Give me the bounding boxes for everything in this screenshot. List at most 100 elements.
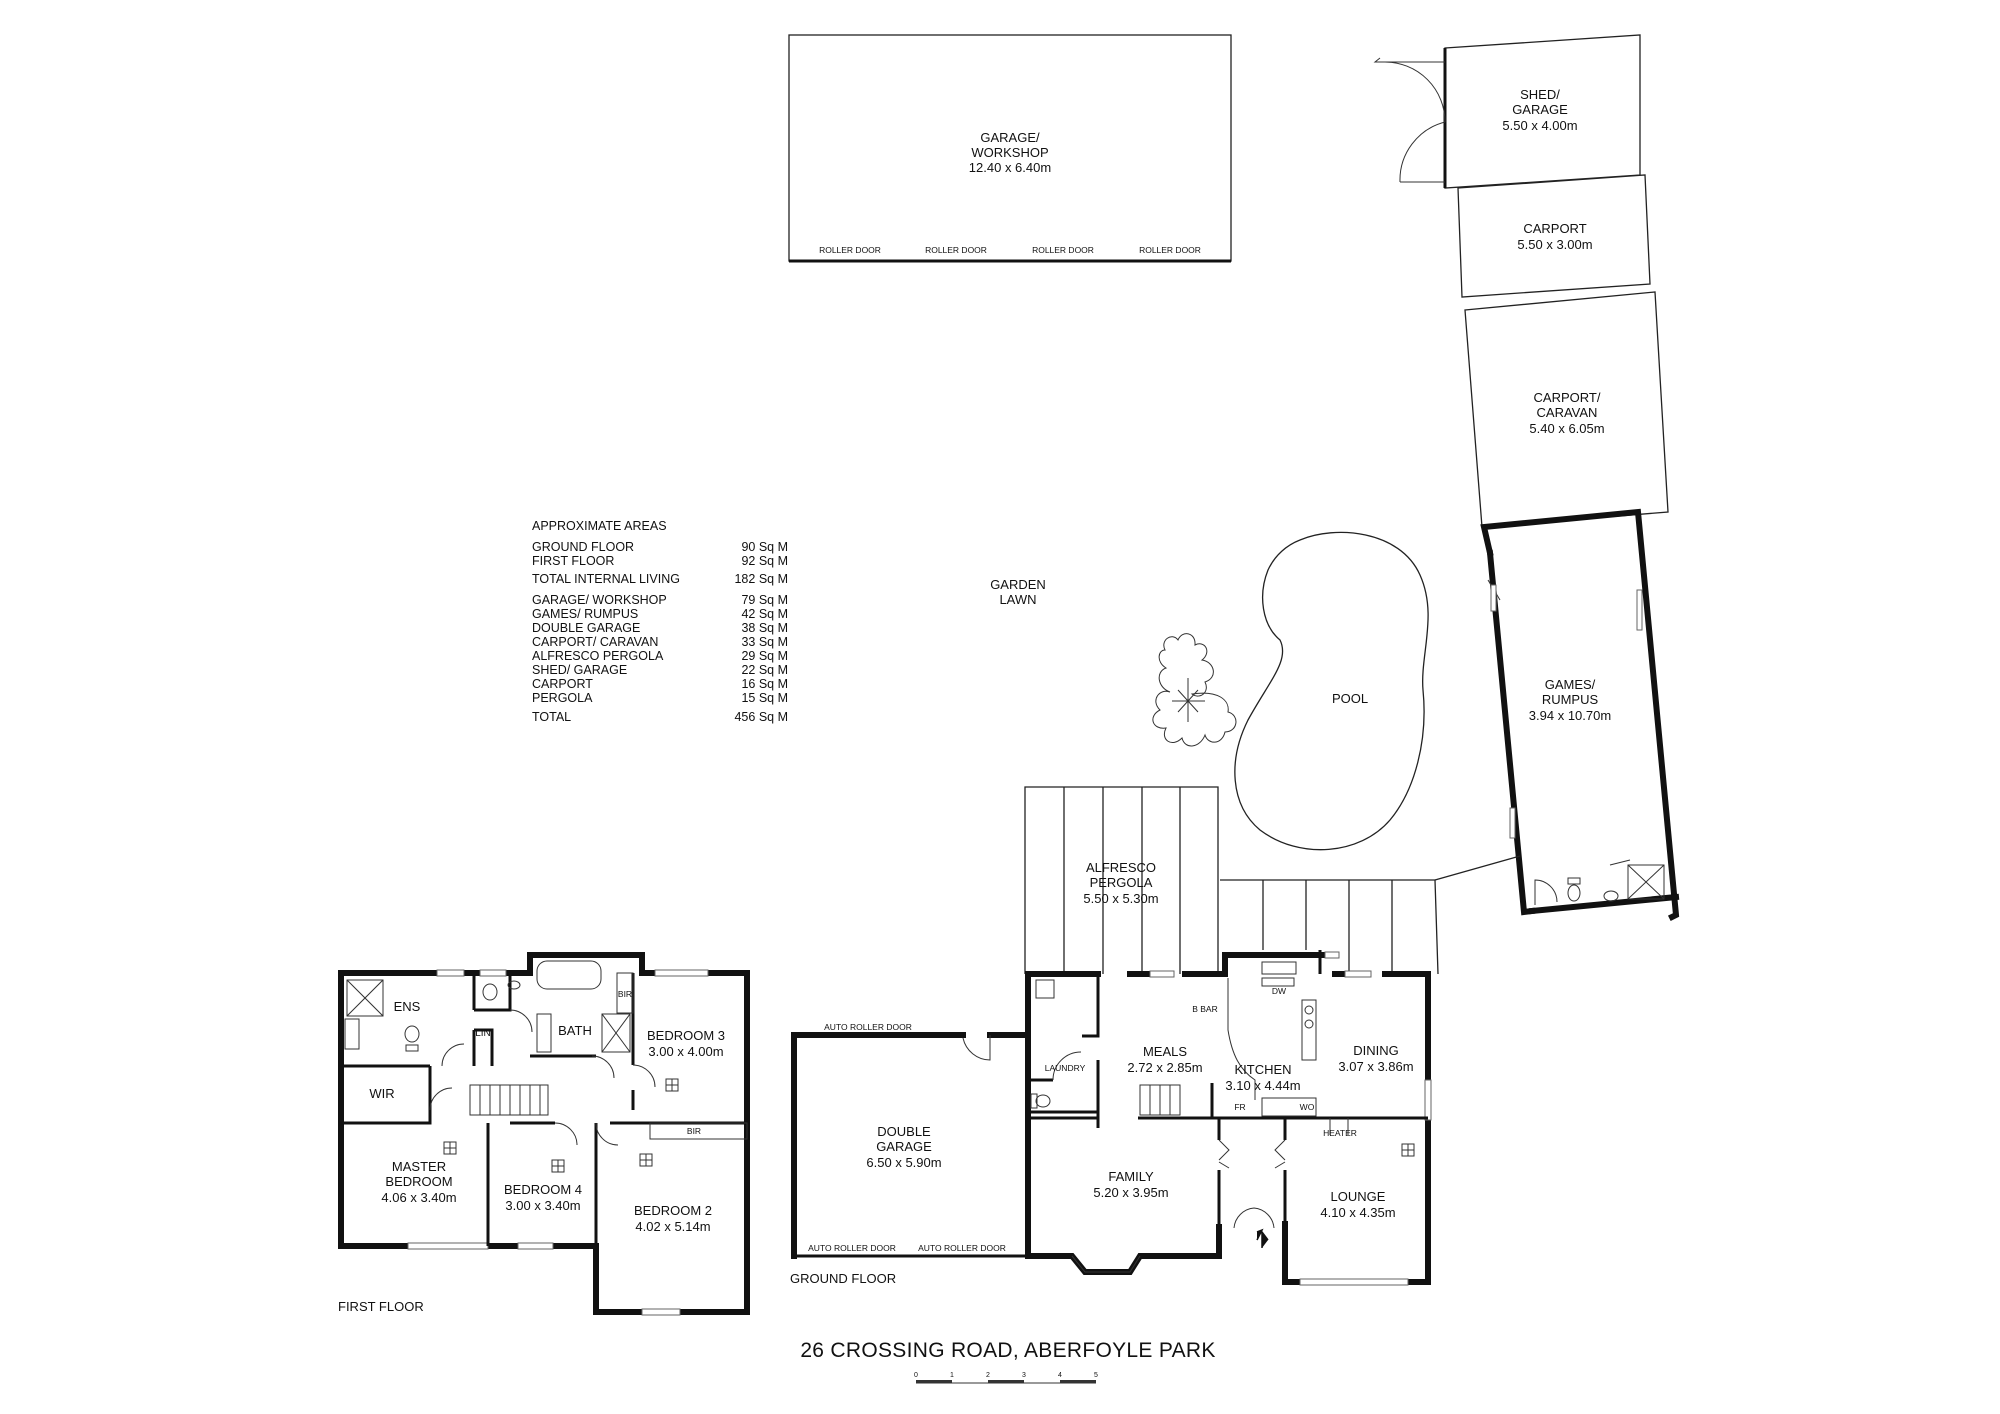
tree-icon	[1152, 633, 1237, 747]
first-floor: ENS WIR LIN BATH BIR BIR BEDROOM 3 3.00 …	[338, 952, 750, 1316]
ff-wall-south-east	[550, 1243, 645, 1315]
property-address-title: 26 CROSSING ROAD, ABERFOYLE PARK	[800, 1339, 1215, 1362]
meals-size: 2.72 x 2.85m	[1127, 1060, 1202, 1075]
bedroom3-size: 3.00 x 4.00m	[648, 1044, 723, 1059]
bedroom4-door-swing	[554, 1122, 578, 1146]
areas-row-name: GARAGE/ WORKSHOP	[532, 593, 667, 607]
areas-row-name: FIRST FLOOR	[532, 554, 614, 568]
bath-label: BATH	[558, 1023, 592, 1038]
master-name1: MASTER	[392, 1159, 446, 1174]
bath-vanity	[536, 1013, 552, 1053]
auto-roller-door-bottom-right: AUTO ROLLER DOOR	[918, 1243, 1006, 1253]
master-grid-icon	[443, 1141, 457, 1155]
double-garage-name1: DOUBLE	[877, 1124, 931, 1139]
pool: POOL	[1234, 531, 1429, 851]
lin-wall	[474, 1028, 494, 1066]
pergola-outline	[1220, 879, 1439, 975]
bathtub-icon	[536, 960, 602, 990]
toilet-cistern	[405, 1044, 419, 1052]
areas-row-name: ALFRESCO PERGOLA	[532, 649, 664, 663]
shed-garage-name1: SHED/	[1520, 87, 1560, 102]
scale-tick-label: 0	[914, 1372, 918, 1379]
shower-cross-2	[1627, 864, 1665, 900]
ff-wall-west	[338, 970, 440, 1249]
burner-icon	[1304, 1019, 1314, 1029]
garage-workshop-name1: GARAGE/	[980, 130, 1040, 145]
house-wall-west	[1025, 971, 1101, 1259]
bedroom3-door-swing	[632, 1064, 656, 1088]
heater-icon	[1329, 1118, 1349, 1135]
bedroom2-window	[641, 1308, 681, 1316]
areas-row-name: CARPORT/ CARAVAN	[532, 635, 658, 649]
shower-cross-2	[346, 979, 384, 1017]
hall-doors	[1218, 1139, 1286, 1169]
areas-row-value: 38 Sq M	[741, 621, 788, 635]
dining-side-window	[1424, 1079, 1432, 1121]
shed-garage-name2: GARAGE	[1512, 102, 1568, 117]
double-garage-size: 6.50 x 5.90m	[866, 1155, 941, 1170]
shower-icon	[346, 979, 384, 1017]
areas-row-value: 456 Sq M	[734, 710, 788, 724]
path-to-rumpus	[1434, 855, 1521, 881]
toilet-icon	[1567, 884, 1581, 902]
basin-icon	[507, 980, 521, 990]
lin-label: LIN	[475, 1028, 491, 1039]
bir-label-bedroom3: BIR	[618, 989, 632, 999]
toilet-icon	[404, 1025, 420, 1043]
sink-icon	[1261, 961, 1297, 975]
bedroom2-bir	[649, 1122, 748, 1140]
dishwasher	[1261, 977, 1295, 987]
house-wall-east	[1382, 971, 1431, 1285]
scale-bar: 0 1 2 3 4 5	[914, 1372, 1098, 1384]
toilet-icon	[482, 983, 498, 1001]
bedroom4-grid-icon	[551, 1159, 565, 1173]
basin-icon	[1603, 890, 1619, 902]
auto-roller-door-bottom-left: AUTO ROLLER DOOR	[808, 1243, 896, 1253]
scale-tick-label: 4	[1058, 1372, 1062, 1379]
garden-name1: GARDEN	[990, 577, 1046, 592]
cooktop-icon	[1301, 999, 1317, 1061]
areas-row-value: 29 Sq M	[741, 649, 788, 663]
alfresco-name1: ALFRESCO	[1086, 860, 1156, 875]
house-wall-north-b	[1182, 952, 1328, 977]
areas-row-name: DOUBLE GARAGE	[532, 621, 640, 635]
scale-bar-segment	[988, 1380, 1024, 1383]
games-rumpus-name2: RUMPUS	[1542, 692, 1599, 707]
areas-row-value: 42 Sq M	[741, 607, 788, 621]
garage-workshop-size: 12.40 x 6.40m	[969, 160, 1051, 175]
scale-tick-label: 1	[950, 1372, 954, 1379]
pergola	[1220, 855, 1521, 975]
games-rumpus-size: 3.94 x 10.70m	[1529, 708, 1611, 723]
garage-workshop: GARAGE/ WORKSHOP 12.40 x 6.40m ROLLER DO…	[788, 34, 1232, 263]
bedroom2-size: 4.02 x 5.14m	[635, 1219, 710, 1234]
heater-label: HEATER	[1323, 1128, 1357, 1138]
house-wall-south	[1025, 1224, 1222, 1275]
games-rumpus-window-right	[1636, 589, 1643, 631]
shed-door-leaf	[1375, 58, 1420, 65]
bay-window	[1071, 1255, 1141, 1273]
areas-table: APPROXIMATE AREAS GROUND FLOOR 90 Sq M F…	[532, 519, 788, 724]
games-rumpus-window-left	[1490, 584, 1497, 612]
master-size: 4.06 x 3.40m	[381, 1190, 456, 1205]
kitchen-size: 3.10 x 4.44m	[1225, 1078, 1300, 1093]
alfresco-pergola: ALFRESCO PERGOLA 5.50 x 5.30m	[1024, 786, 1219, 974]
games-rumpus: GAMES/ RUMPUS 3.94 x 10.70m	[1480, 508, 1680, 922]
laundry-label: LAUNDRY	[1045, 1063, 1086, 1073]
areas-row-name: TOTAL	[532, 710, 571, 724]
laundry-door-swing	[1052, 1051, 1082, 1081]
areas-row-value: 92 Sq M	[741, 554, 788, 568]
scale-tick-label: 5	[1094, 1372, 1098, 1379]
bath-door-swing	[591, 1055, 615, 1079]
carport-outline	[1457, 174, 1651, 298]
areas-row-value: 33 Sq M	[741, 635, 788, 649]
meals-window	[1149, 970, 1175, 978]
roller-door-label-2: ROLLER DOOR	[925, 245, 987, 255]
areas-row-value: 16 Sq M	[741, 677, 788, 691]
carport-size: 5.50 x 3.00m	[1517, 237, 1592, 252]
bir-label-bedroom2: BIR	[687, 1126, 701, 1136]
house-ground-floor: LAUNDRY MEALS 2.72 x 2.85m KITCHEN 3.10 …	[1025, 950, 1432, 1286]
bath-shower	[601, 1013, 631, 1053]
dining-window	[1344, 970, 1372, 978]
family-size: 5.20 x 3.95m	[1093, 1185, 1168, 1200]
areas-row-value: 90 Sq M	[741, 540, 788, 554]
